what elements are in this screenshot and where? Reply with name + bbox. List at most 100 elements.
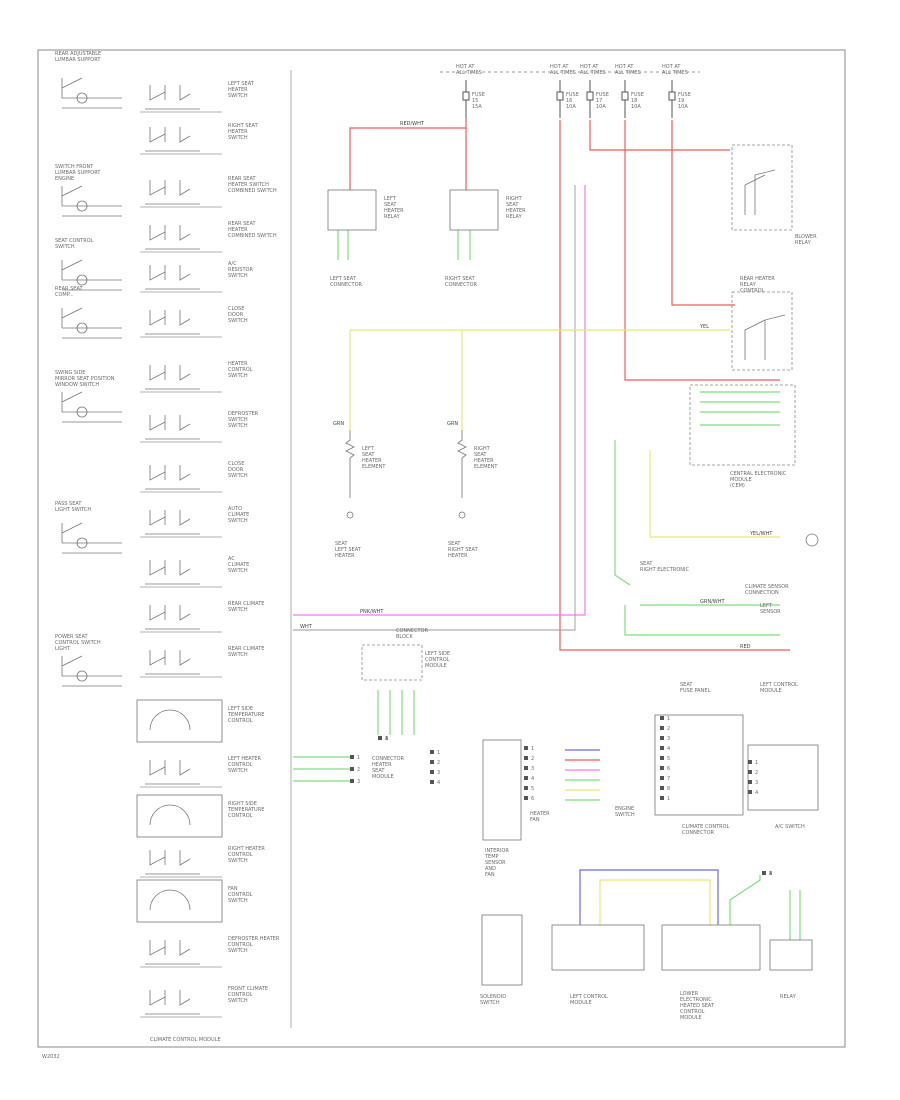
switch-contact-icon: [145, 127, 200, 152]
pin-number: 1: [357, 755, 360, 761]
pin-number: 1: [667, 796, 670, 802]
pin-number: 1: [769, 871, 772, 877]
switch-contact-icon: [145, 650, 200, 675]
switch-contact-icon: [145, 415, 200, 440]
pin-number: 6: [667, 766, 670, 772]
pin-number: 3: [667, 736, 670, 742]
connector-pin: [524, 746, 528, 750]
blower-relay-box: [731, 144, 793, 231]
left-group-switch-symbol: [61, 522, 122, 554]
tag-grn-2: GRN: [447, 421, 458, 427]
switch-contact-icon: [145, 180, 200, 205]
pin-number: 3: [385, 736, 388, 742]
connector-pin: [350, 755, 354, 759]
connector-pin: [762, 871, 766, 876]
switch-contact-icon: [145, 760, 200, 785]
lower-unit-box: [661, 924, 761, 971]
switch-dial-icon: [149, 804, 191, 826]
wire-blue-bottom: [579, 869, 719, 925]
tag-grn: GRN: [333, 421, 344, 427]
pin-number: 3: [437, 770, 440, 776]
connector-pin: [350, 767, 354, 771]
connector-pin: [430, 780, 434, 784]
wire-red-main-3: [671, 120, 735, 306]
left-group-switch-symbol: [61, 185, 122, 217]
left-group-indicator: [76, 274, 88, 286]
connector-pin: [350, 779, 354, 783]
connector-pin: [660, 766, 664, 770]
tag-red: RED: [740, 644, 751, 650]
pin-number: 3: [531, 766, 534, 772]
switch-contact-icon: [145, 560, 200, 585]
left-heater-term: [346, 511, 354, 519]
connector-pin: [430, 760, 434, 764]
pin-number: 1: [385, 736, 388, 742]
connector-pin: [660, 776, 664, 780]
connector-pin: [660, 726, 664, 730]
switch-contact-icon: [145, 265, 200, 290]
switch-contact-icon: [145, 850, 200, 875]
right-heater-term: [458, 511, 466, 519]
wire-gray: [293, 185, 576, 631]
connector-pin: [660, 736, 664, 740]
connector-pin: [378, 736, 382, 741]
connector-pin: [524, 776, 528, 780]
switch-contact-icon: [145, 225, 200, 250]
left-group-switch-symbol: [61, 391, 122, 423]
tag-pink: PNK/WHT: [360, 609, 384, 615]
rear-heater-relay-coil: [744, 314, 786, 360]
left-group-switch-symbol: [61, 307, 122, 339]
wire-red-relays: [349, 118, 467, 190]
pin-number: 2: [385, 736, 388, 742]
pin-number: 1: [437, 750, 440, 756]
left-group-indicator: [76, 92, 88, 104]
pin-number: 2: [357, 767, 360, 773]
pin-number: 1: [667, 716, 670, 722]
right-heater-element: [457, 430, 467, 498]
connector-pin: [748, 780, 752, 784]
interior-heat-box: [482, 739, 522, 841]
wire-green-2: [624, 605, 780, 636]
tag-yel: YEL: [699, 324, 709, 330]
pin-number: 2: [531, 756, 534, 762]
switch-dial-icon: [149, 709, 191, 731]
pin-number: 2: [667, 726, 670, 732]
pin-number: 4: [755, 790, 758, 796]
connector-pin: [524, 756, 528, 760]
sensor-module-label: A/C SWITCH: [775, 824, 805, 830]
left-module-box: [551, 924, 645, 971]
connector-pin: [430, 750, 434, 754]
left-group-switch-symbol: [61, 259, 122, 291]
